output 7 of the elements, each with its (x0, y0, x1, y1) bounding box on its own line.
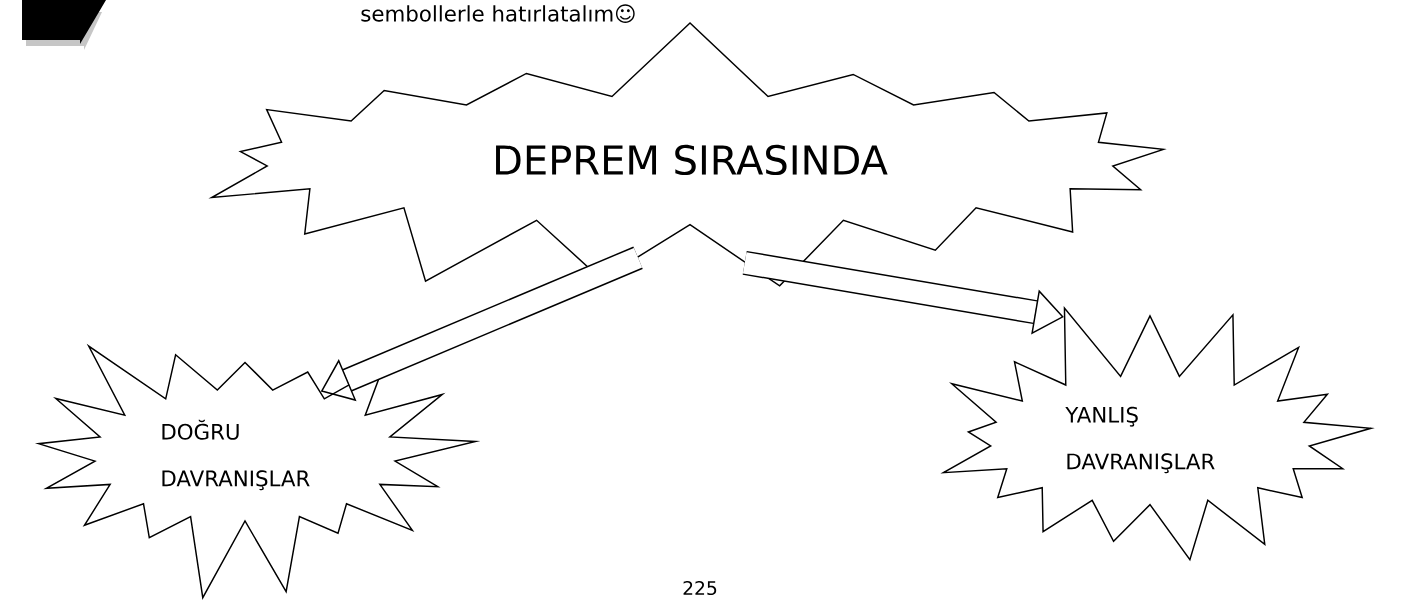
node-text: YANLIŞ DAVRANIŞLAR (1065, 406, 1215, 474)
caption-text: sembollerle hatırlatalım☺ (361, 4, 635, 23)
node-text: DOĞRU DAVRANIŞLAR (162, 419, 310, 491)
starburst (34, 343, 481, 600)
caption-text: 225 (683, 580, 717, 596)
starburst (940, 305, 1375, 562)
node-text: DEPREM SIRASINDA (496, 144, 888, 176)
